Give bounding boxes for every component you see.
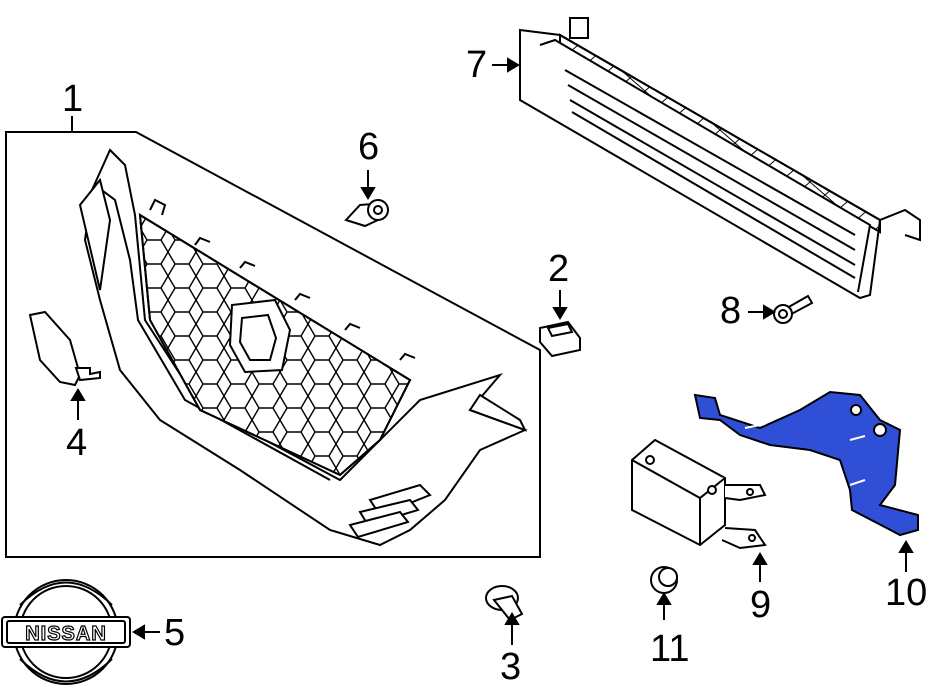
air-deflector bbox=[519, 17, 921, 300]
leader-lines bbox=[70, 57, 914, 645]
bolt bbox=[773, 294, 814, 324]
radar-sensor bbox=[631, 438, 767, 550]
emblem-lettering: NISSAN bbox=[25, 623, 107, 645]
nissan-emblem: NISSAN bbox=[1, 579, 131, 685]
sensor-bracket bbox=[693, 390, 919, 537]
callout-5: 5 bbox=[164, 612, 186, 654]
push-clip bbox=[344, 199, 389, 228]
callout-1: 1 bbox=[62, 78, 84, 120]
nut bbox=[650, 566, 678, 594]
grille-assembly bbox=[78, 148, 528, 547]
callout-6: 6 bbox=[358, 126, 380, 168]
plastic-rivet bbox=[485, 585, 524, 622]
callout-2: 2 bbox=[548, 248, 570, 290]
callout-7: 7 bbox=[466, 44, 488, 86]
callout-10: 10 bbox=[885, 572, 928, 614]
callout-3: 3 bbox=[500, 646, 522, 688]
tow-hook-cover bbox=[28, 310, 101, 387]
callout-4: 4 bbox=[66, 422, 88, 464]
callout-8: 8 bbox=[720, 290, 742, 332]
callout-9: 9 bbox=[750, 584, 772, 626]
grille-assembly-frame bbox=[5, 131, 541, 558]
callout-11: 11 bbox=[650, 628, 690, 670]
retainer-clip bbox=[539, 320, 581, 358]
